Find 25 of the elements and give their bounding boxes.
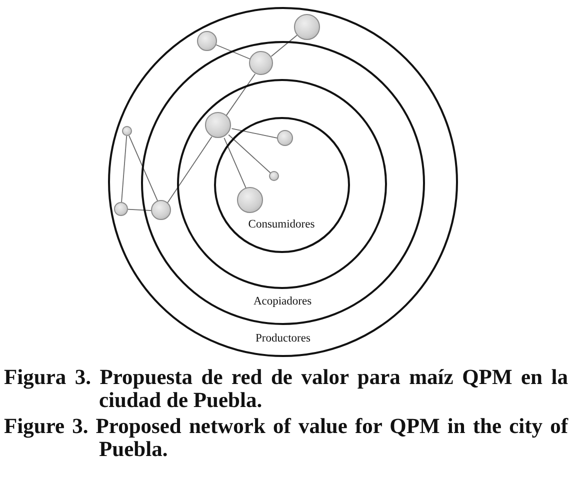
link-line [228, 134, 273, 176]
link-line [121, 136, 128, 202]
figure-caption: Figura 3. Propuesta de red de valor para maíz QPM en la ciudad de Puebla. [4, 366, 568, 412]
actor-circle [277, 130, 293, 146]
actor-circle [196, 30, 216, 50]
ring-label: Consumidores [248, 218, 315, 232]
actor-circle [249, 51, 273, 75]
ring [177, 79, 387, 289]
ring [140, 40, 424, 324]
actor-circle [237, 187, 263, 213]
actor-circle [269, 171, 279, 181]
actor-circle [151, 200, 171, 220]
actor-circle [204, 112, 230, 138]
ring-label: Acopiadores [253, 296, 312, 308]
actor-circle [114, 202, 128, 216]
actor-circle [294, 14, 320, 40]
link-line [270, 34, 298, 57]
link-line [128, 135, 158, 202]
link-line [216, 44, 252, 60]
link-line [167, 136, 212, 204]
link-line [226, 73, 256, 116]
ring [108, 7, 458, 357]
actor-circle [122, 126, 132, 136]
figure-caption: Figure 3. Proposed network of value for QPM in the city of Puebla. [4, 415, 568, 460]
ring-label: Productores [256, 332, 310, 345]
